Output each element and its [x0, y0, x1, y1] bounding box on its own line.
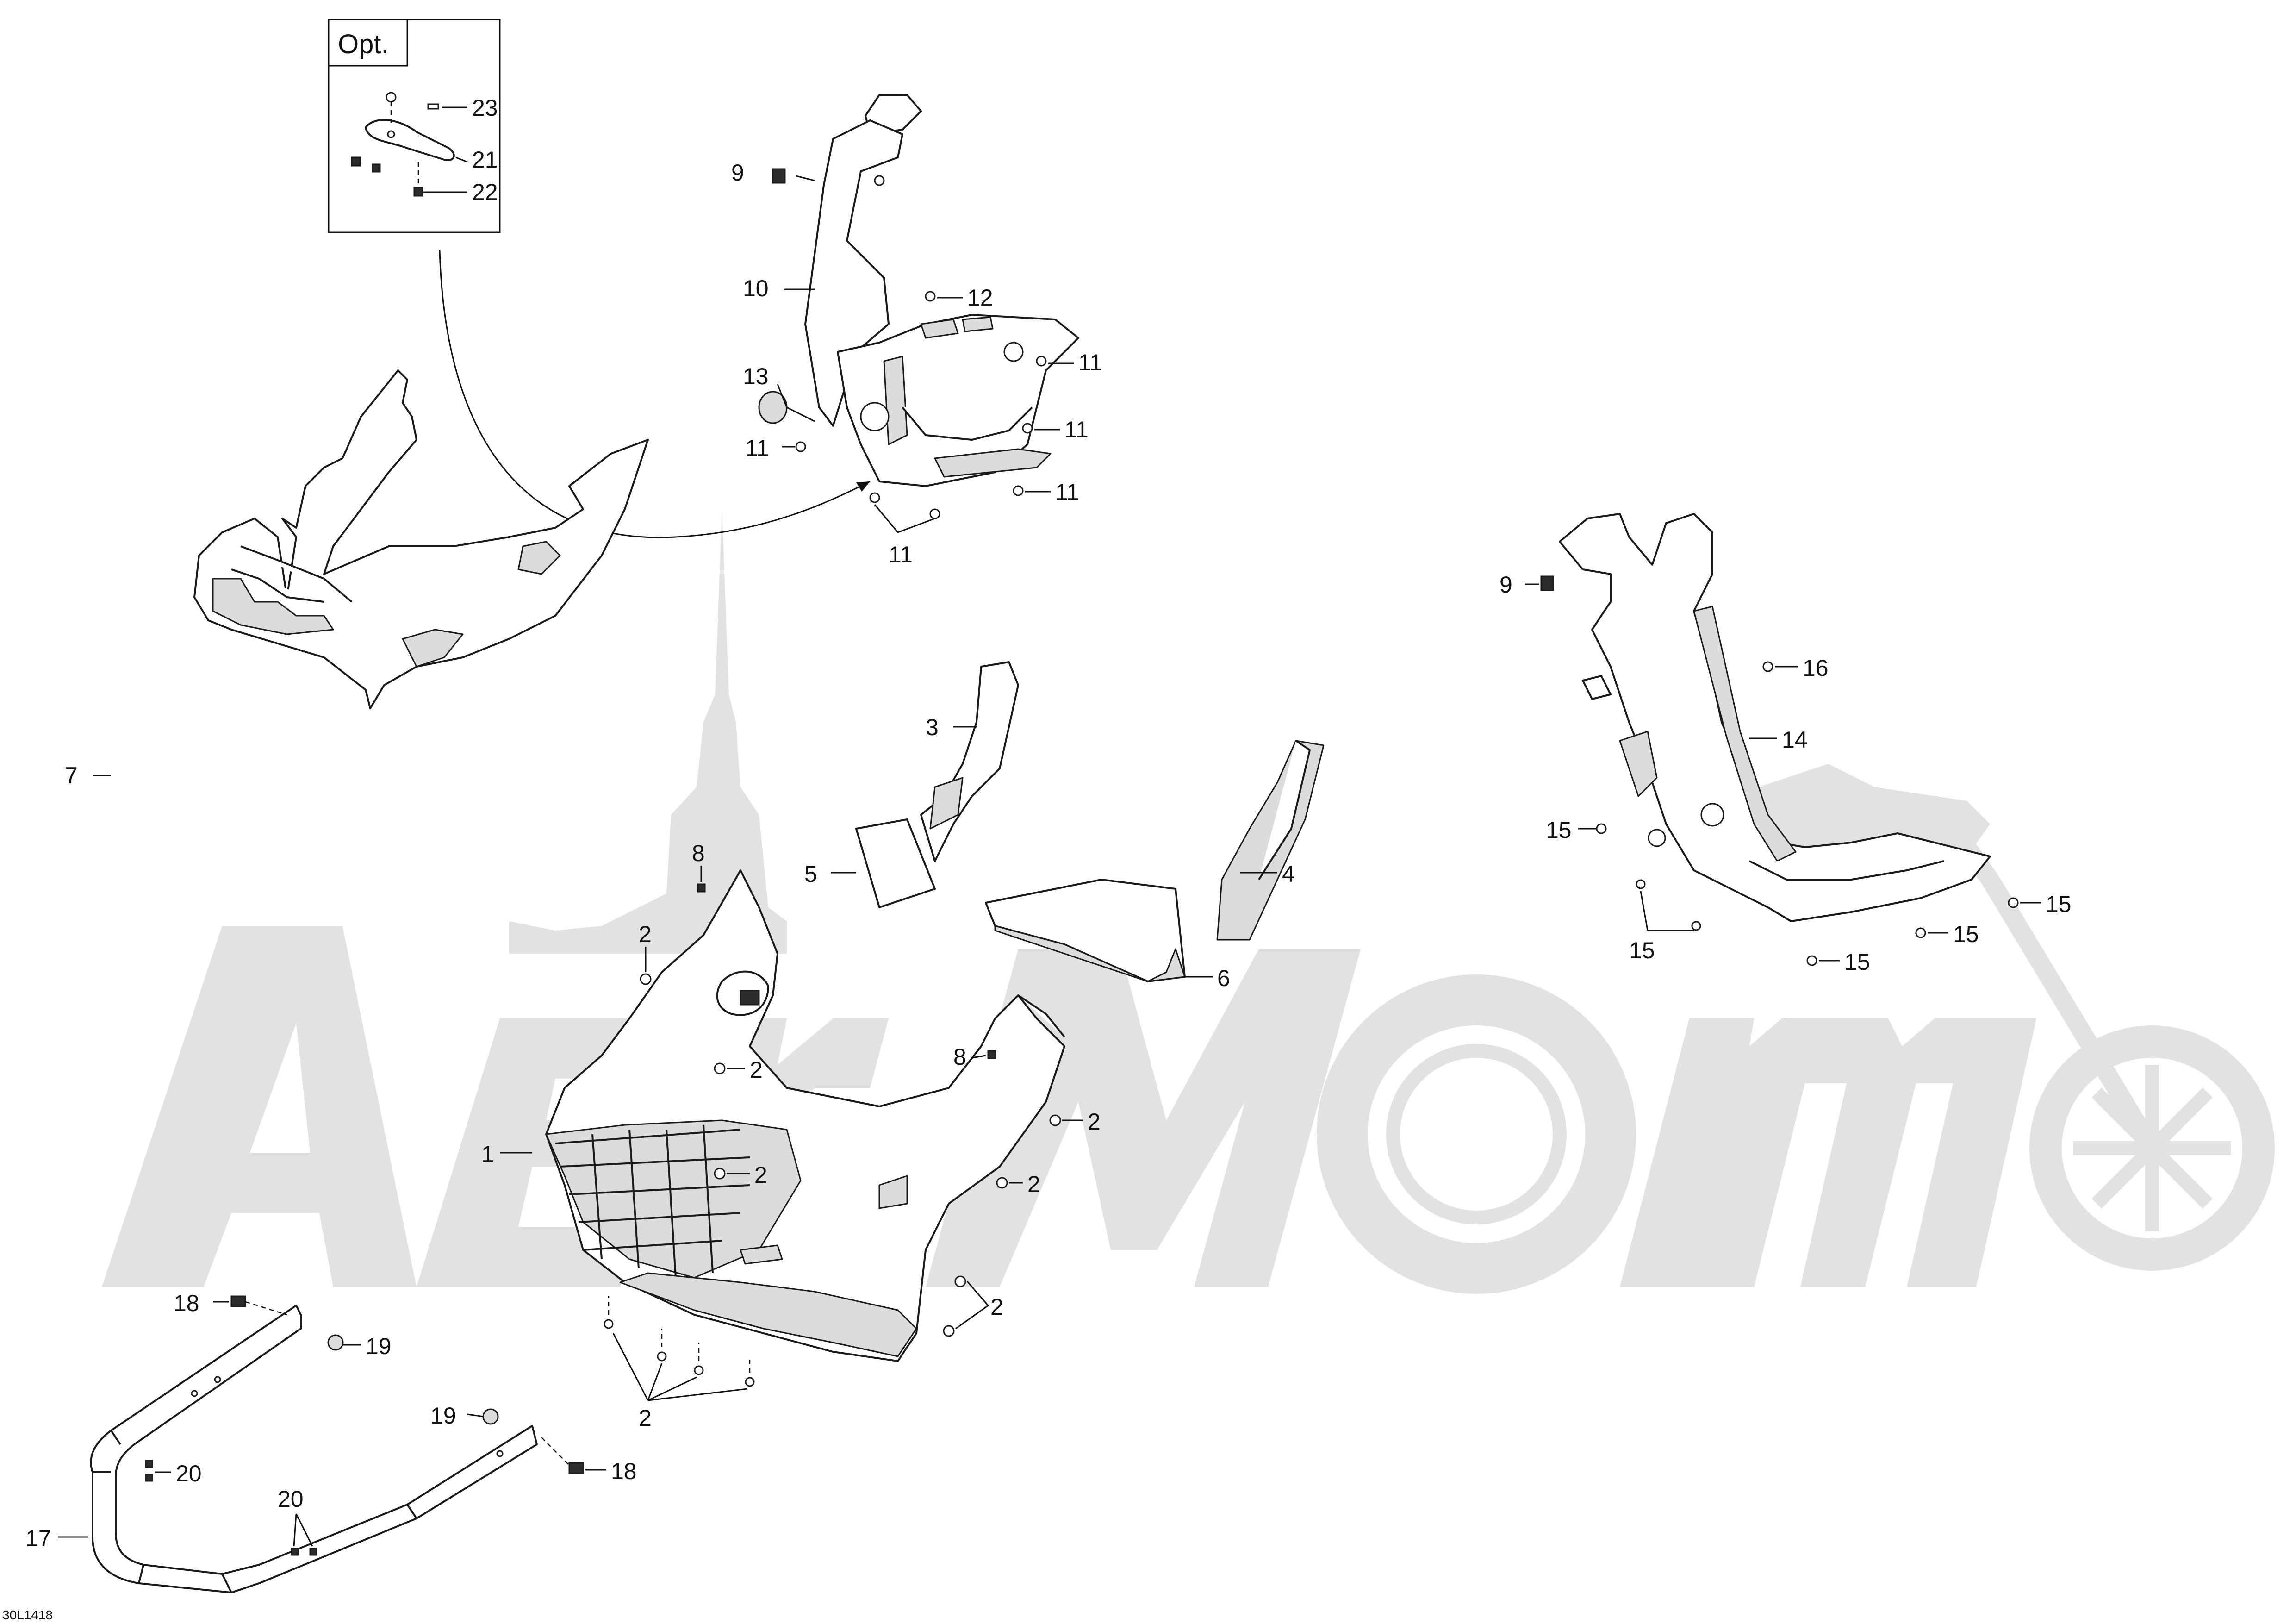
- callout-2-f: 2: [990, 1294, 1003, 1320]
- option-connector-curve: [439, 250, 871, 538]
- part-15-16-fasteners: [1596, 661, 2019, 966]
- callout-23: 23: [472, 95, 498, 121]
- callout-2-c: 2: [1088, 1109, 1101, 1135]
- callout-3: 3: [926, 714, 939, 740]
- part-6-pad: [985, 879, 1186, 982]
- callout-labels: 23 21 22 9 10 12 11 13 11 11 11 11 7 3 5…: [25, 95, 2072, 1551]
- callout-15-d: 15: [1953, 921, 1979, 947]
- callout-9-top: 9: [731, 160, 744, 186]
- callout-15-a: 15: [1546, 817, 1572, 843]
- callout-2-g: 2: [639, 1405, 652, 1431]
- callout-5: 5: [804, 861, 817, 887]
- callout-2-e: 2: [754, 1162, 767, 1188]
- part-21-plate: [365, 119, 455, 161]
- callout-22: 22: [472, 179, 498, 205]
- part-11-rivets: [795, 356, 1047, 519]
- watermark-wheel: [2029, 1025, 2275, 1271]
- part-10-side-panel: [804, 94, 1079, 487]
- part-17-bumper: [90, 1305, 538, 1593]
- callout-11-d: 11: [1055, 479, 1079, 505]
- part-5-pad: [855, 818, 936, 908]
- callout-19-b: 19: [430, 1403, 456, 1429]
- part-12-screw: [925, 291, 936, 302]
- part-1-lower-fairing: [545, 869, 1065, 1362]
- callout-20-a: 20: [176, 1461, 202, 1487]
- part-8-screws: [697, 883, 996, 1059]
- part-7-front-fairing: [193, 369, 649, 709]
- callout-6: 6: [1217, 965, 1230, 991]
- callout-15-c: 15: [2046, 891, 2072, 917]
- callout-1: 1: [481, 1141, 494, 1167]
- figure-reference-code: 30L1418: [2, 1608, 53, 1622]
- callout-2-d: 2: [1027, 1171, 1040, 1197]
- callout-16: 16: [1803, 655, 1829, 681]
- bumper-leaders: [58, 1301, 606, 1547]
- callout-21: 21: [472, 147, 498, 173]
- callout-14: 14: [1782, 727, 1808, 753]
- watermark-letter-m2: [1620, 1018, 2036, 1287]
- callout-9-right: 9: [1500, 572, 1512, 598]
- callout-15-b: 15: [1629, 937, 1655, 963]
- callout-11-b: 11: [745, 435, 769, 461]
- part-23-fastener: [386, 92, 439, 123]
- connector-arrowhead: [856, 481, 870, 492]
- callout-17: 17: [25, 1525, 51, 1551]
- part-3-pad: [920, 661, 1019, 862]
- lower-assembly-leaders: [608, 866, 1083, 1401]
- part-2-fasteners: [604, 973, 1061, 1387]
- watermark-letter-o: [1317, 974, 1636, 1294]
- watermark-spire: [509, 509, 787, 954]
- part-14-side-panel: [1559, 513, 1991, 922]
- callout-13: 13: [743, 363, 769, 389]
- part-4-pad: [1216, 740, 1325, 941]
- callout-19-a: 19: [366, 1333, 392, 1359]
- callout-2-a: 2: [639, 921, 652, 947]
- callout-20-b: 20: [278, 1486, 304, 1512]
- callout-2-b: 2: [750, 1057, 763, 1083]
- part-9-clip: [772, 168, 786, 184]
- callout-18-a: 18: [174, 1290, 199, 1316]
- callout-4: 4: [1282, 861, 1295, 887]
- part-18-19-20-hardware: [145, 1295, 584, 1556]
- callout-12: 12: [967, 285, 993, 311]
- callout-11-c: 11: [1064, 417, 1089, 443]
- callout-15-e: 15: [1844, 949, 1870, 975]
- watermark-letter-e: [417, 1018, 685, 1287]
- callout-11-e: 11: [889, 542, 913, 568]
- callout-11-a: 11: [1078, 350, 1102, 375]
- callout-8-b: 8: [953, 1044, 966, 1070]
- callout-8-a: 8: [692, 840, 705, 866]
- callout-10: 10: [743, 275, 769, 301]
- part-9-clip-right: [1540, 575, 1554, 591]
- part-22-screw: [351, 156, 423, 197]
- watermark-letter-a: [102, 926, 417, 1287]
- top-assembly-leaders: [777, 175, 1074, 533]
- callout-18-b: 18: [611, 1458, 637, 1484]
- right-assembly-leaders: [1525, 583, 2041, 962]
- option-box-label: Opt.: [338, 29, 389, 59]
- option-box: Opt.: [328, 19, 501, 233]
- callout-7: 7: [65, 762, 78, 788]
- watermark-wheel-left: [1386, 1044, 1567, 1224]
